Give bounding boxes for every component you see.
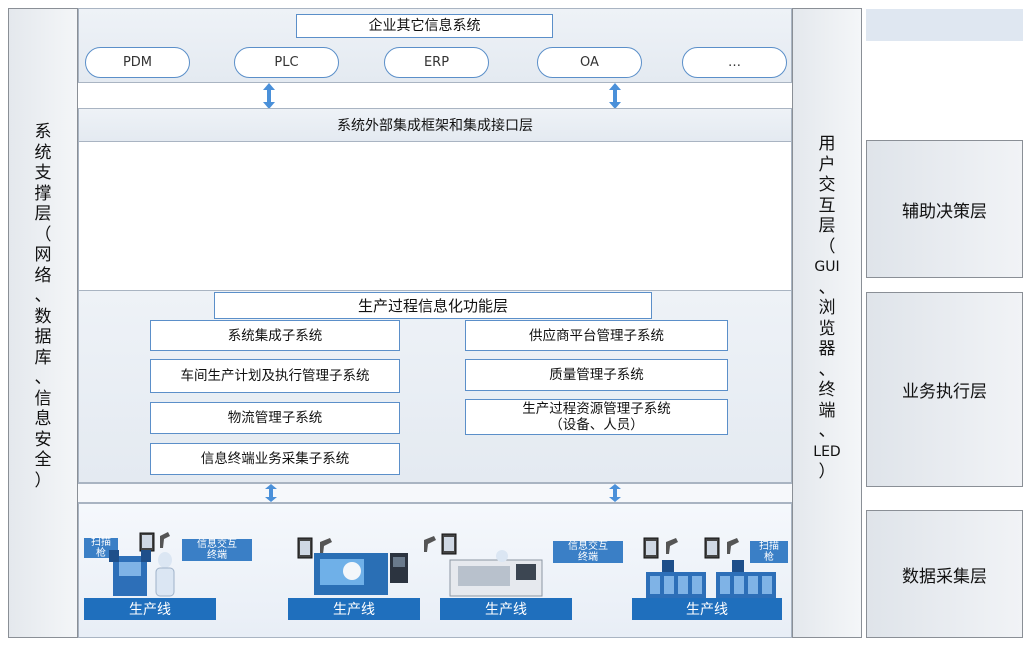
left-sidebar-char: 库 xyxy=(34,347,52,368)
scanner-tag-line1: 扫描 xyxy=(759,541,779,552)
right-sidebar-char: 、 xyxy=(818,421,836,441)
left-sidebar-char: 据 xyxy=(34,327,52,347)
system-pill-plc: PLC xyxy=(234,47,339,78)
right-sidebar-char: ） xyxy=(818,462,836,482)
left-sidebar-char: 支 xyxy=(34,163,52,183)
scanner-tag-line2: 枪 xyxy=(764,552,774,563)
double-arrow-icon xyxy=(265,484,277,502)
left-sidebar-char: ） xyxy=(34,470,52,491)
integration-layer: 系统外部集成框架和集成接口层 xyxy=(78,108,792,142)
left-sidebar-char: 撑 xyxy=(34,183,52,204)
production-line-1: 生产线 xyxy=(84,598,216,620)
right-sidebar-char: 互 xyxy=(818,195,836,216)
right-sidebar-char: 层 xyxy=(818,216,836,236)
system-pill-pdm: PDM xyxy=(85,47,190,78)
system-support-layer: 系统支撑层（网络、数据库、信息安全） xyxy=(8,8,78,638)
left-sidebar-char: 系 xyxy=(34,122,52,142)
right-sidebar-char: 交 xyxy=(818,175,836,195)
right-sidebar-char: LED xyxy=(813,443,841,460)
subsystem-logistics: 物流管理子系统 xyxy=(150,402,400,434)
data-collection-layer: 数据采集层 xyxy=(866,510,1023,638)
terminal-tag-line1: 信息交互 xyxy=(568,541,608,552)
terminal-device-icon xyxy=(424,533,457,555)
equipment-cabinets-icon xyxy=(646,560,776,598)
decision-support-layer: 辅助决策层 xyxy=(866,140,1023,278)
production-line-4: 生产线 xyxy=(632,598,782,620)
terminal-tag-line2: 终端 xyxy=(578,552,598,563)
terminal-device-icon xyxy=(297,537,332,559)
left-sidebar-char: 信 xyxy=(34,388,52,409)
terminal-tag-line2: 终端 xyxy=(207,550,227,561)
subsystem-resources: 生产过程资源管理子系统 （设备、人员） xyxy=(465,399,728,435)
right-sidebar-char: 览 xyxy=(818,318,836,339)
left-sidebar-char: 、 xyxy=(34,286,52,306)
right-sidebar-char: GUI xyxy=(814,259,840,275)
right-sidebar-char: 浏 xyxy=(818,298,836,318)
terminal-tag: 信息交互 终端 xyxy=(553,541,623,563)
terminal-tag: 信息交互 终端 xyxy=(182,539,252,561)
right-sidebar-char: 、 xyxy=(818,277,836,298)
left-sidebar-char: 层 xyxy=(34,204,52,224)
right-sidebar-char: 、 xyxy=(818,359,836,380)
system-pill-oa: OA xyxy=(537,47,642,78)
left-sidebar-char: 、 xyxy=(34,368,52,388)
user-interaction-layer: 用户交互层（GUI、浏览器、终端、LED） xyxy=(792,8,862,638)
function-layer-title: 生产过程信息化功能层 xyxy=(214,292,652,319)
terminal-device-icon xyxy=(643,537,678,559)
left-sidebar-char: 络 xyxy=(34,265,52,286)
left-sidebar-char: 全 xyxy=(34,450,52,470)
subsystem-production-planning: 车间生产计划及执行管理子系统 xyxy=(150,359,400,393)
subsystem-resources-line1: 生产过程资源管理子系统 xyxy=(522,401,671,417)
integration-layer-label: 系统外部集成框架和集成接口层 xyxy=(337,118,533,134)
top-right-bar xyxy=(866,9,1023,41)
terminal-tag-line1: 信息交互 xyxy=(197,539,237,550)
right-sidebar-char: 端 xyxy=(818,400,836,421)
system-pill-erp: ERP xyxy=(384,47,489,78)
enterprise-systems-title: 企业其它信息系统 xyxy=(296,14,553,38)
lathe-machine-icon xyxy=(449,550,543,597)
right-sidebar-char: 户 xyxy=(818,154,836,175)
separator-band xyxy=(78,483,792,503)
scanner-tag: 扫描 枪 xyxy=(750,541,788,563)
subsystem-quality: 质量管理子系统 xyxy=(465,359,728,391)
robot-machine-icon xyxy=(109,550,175,597)
system-support-label: 系统支撑层（网络、数据库、信息安全） xyxy=(9,122,77,491)
scanner-tag-line2: 枪 xyxy=(96,548,106,559)
cnc-machine-icon xyxy=(314,553,408,595)
user-interaction-label: 用户交互层（GUI、浏览器、终端、LED） xyxy=(793,134,861,483)
double-arrow-icon xyxy=(609,83,621,109)
right-sidebar-char: 用 xyxy=(818,134,836,154)
left-sidebar-char: 网 xyxy=(34,245,52,265)
scanner-tag-line1: 扫描 xyxy=(91,537,111,548)
right-sidebar-char: 终 xyxy=(818,380,836,400)
blank-area xyxy=(78,142,792,290)
double-arrow-icon xyxy=(609,484,621,502)
production-line-2: 生产线 xyxy=(288,598,420,620)
double-arrow-icon xyxy=(263,83,275,109)
subsystem-terminal-collection: 信息终端业务采集子系统 xyxy=(150,443,400,475)
subsystem-resources-line2: （设备、人员） xyxy=(549,417,644,433)
left-sidebar-char: 数 xyxy=(34,306,52,327)
production-line-3: 生产线 xyxy=(440,598,572,620)
right-sidebar-char: （ xyxy=(818,236,836,257)
left-sidebar-char: （ xyxy=(34,224,52,245)
right-sidebar-char: 器 xyxy=(818,339,836,359)
business-execution-layer: 业务执行层 xyxy=(866,292,1023,487)
left-sidebar-char: 安 xyxy=(34,429,52,450)
left-sidebar-char: 息 xyxy=(34,409,52,429)
left-sidebar-char: 统 xyxy=(34,142,52,163)
terminal-device-icon xyxy=(704,537,739,559)
subsystem-system-integration: 系统集成子系统 xyxy=(150,320,400,351)
system-pill-more: … xyxy=(682,47,787,78)
subsystem-supplier-platform: 供应商平台管理子系统 xyxy=(465,320,728,351)
